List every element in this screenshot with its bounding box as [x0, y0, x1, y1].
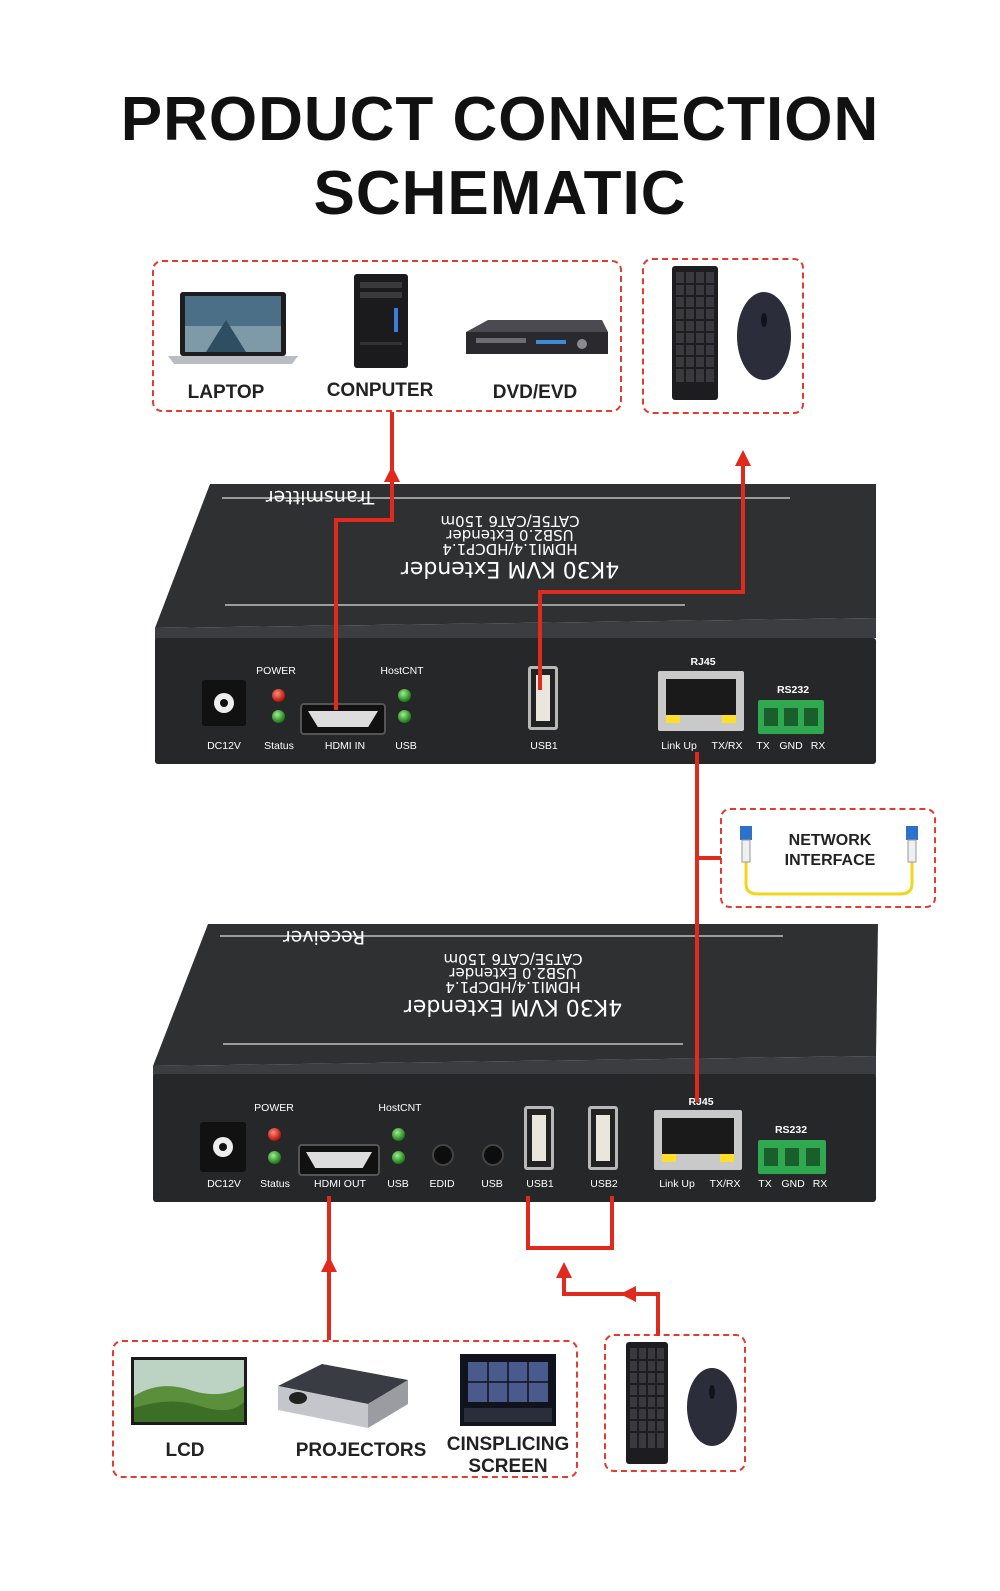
- hdmi-out-port: [298, 1144, 380, 1176]
- usb-led-rx: [392, 1151, 405, 1164]
- keyboard-icon-bottom: [626, 1342, 668, 1464]
- status-label-rx: Status: [260, 1178, 290, 1190]
- receiver-device: Receiver 4K30 KVM Extender HDMI1.4/HDCP1…: [148, 918, 878, 1208]
- network-interface-box: NETWORK INTERFACE: [720, 808, 936, 908]
- input-devices-box-bottom: [604, 1334, 746, 1472]
- usb1-label: USB1: [530, 740, 558, 752]
- computer-tower-icon: [354, 274, 408, 368]
- dc-jack-rx: [200, 1122, 246, 1172]
- tx-label-rx: TX: [758, 1178, 772, 1190]
- power-label: POWER: [256, 665, 296, 677]
- status-led: [272, 710, 285, 723]
- txrx-label: TX/RX: [711, 740, 743, 752]
- usb1-port-rx: [524, 1106, 554, 1170]
- lcd-label: LCD: [165, 1440, 205, 1461]
- laptop-icon: [168, 292, 298, 364]
- projector-icon: [278, 1364, 408, 1428]
- laptop-label: LAPTOP: [187, 382, 265, 403]
- rs232-label: RS232: [776, 684, 810, 696]
- gnd-label: GND: [779, 740, 803, 752]
- status-led-rx: [268, 1151, 281, 1164]
- power-led-rx: [268, 1128, 281, 1141]
- hostcnt-led-rx: [392, 1128, 405, 1141]
- usb2-label-rx: USB2: [590, 1178, 618, 1190]
- hostcnt-label: HostCNT: [380, 665, 424, 677]
- rs232-terminal-rx: [758, 1140, 826, 1174]
- dc-jack: [202, 680, 246, 726]
- rx-label-rx: RX: [812, 1178, 828, 1190]
- lcd-screen-icon: [131, 1357, 247, 1425]
- status-label: Status: [264, 740, 294, 752]
- gnd-label-rx: GND: [781, 1178, 805, 1190]
- usb-led: [398, 710, 411, 723]
- usb2-port-rx: [588, 1106, 618, 1170]
- usb1-port: [528, 666, 558, 730]
- network-label-line1: NETWORK: [788, 832, 872, 849]
- edid-label: EDID: [429, 1178, 455, 1190]
- rs232-terminal: [758, 700, 824, 734]
- edid-button[interactable]: [432, 1144, 454, 1166]
- usb-mode-button[interactable]: [482, 1144, 504, 1166]
- keyboard-icon: [672, 266, 718, 400]
- splicing-label-line2: SCREEN: [468, 1456, 548, 1477]
- input-devices-box-top: [642, 258, 804, 414]
- rj45-label: RJ45: [690, 656, 716, 668]
- hostcnt-led: [398, 689, 411, 702]
- splicing-label-line1: CINSPLICING: [446, 1434, 570, 1455]
- transmitter-device: Transmitter 4K30 KVM Extender HDMI1.4/HD…: [150, 478, 876, 768]
- hdmi-out-label: HDMI OUT: [314, 1178, 366, 1190]
- fiber-cable-icon: [740, 826, 918, 896]
- network-label-line2: INTERFACE: [784, 852, 876, 869]
- title-line-2: SCHEMATIC: [313, 159, 687, 228]
- projectors-label: PROJECTORS: [295, 1440, 427, 1461]
- rj45-port: [658, 671, 744, 731]
- rx-label: RX: [810, 740, 826, 752]
- linkup-label-rx: Link Up: [659, 1178, 695, 1190]
- rj45-port-rx: [654, 1110, 742, 1170]
- dc-label: DC12V: [207, 740, 241, 752]
- dvd-player-icon: [466, 320, 608, 354]
- power-label-rx: POWER: [254, 1102, 294, 1114]
- dvd-label: DVD/EVD: [492, 382, 578, 403]
- txrx-label-rx: TX/RX: [709, 1178, 741, 1190]
- mouse-icon: [737, 292, 791, 380]
- dc-label-rx: DC12V: [207, 1178, 241, 1190]
- title-line-1: PRODUCT CONNECTION: [120, 85, 880, 154]
- power-led: [272, 689, 285, 702]
- mouse-icon-bottom: [687, 1368, 737, 1446]
- display-devices-box: LCD PROJECTORS CINSPLICING SCREEN: [112, 1340, 578, 1478]
- receiver-lid-line4: CAT5E/CAT6 150m: [443, 950, 583, 968]
- receiver-lid-line1: 4K30 KVM Extender: [403, 994, 623, 1019]
- transmitter-lid-line1: 4K30 KVM Extender: [400, 556, 620, 581]
- hdmi-in-port: [300, 703, 386, 735]
- rs232-label-rx: RS232: [774, 1124, 808, 1136]
- receiver-lid-name: Receiver: [282, 926, 366, 948]
- hdmi-in-label: HDMI IN: [324, 740, 366, 752]
- transmitter-lid-name: Transmitter: [265, 486, 375, 508]
- splicing-screen-icon: [460, 1354, 556, 1426]
- usb1-label-rx: USB1: [526, 1178, 554, 1190]
- rj45-label-rx: RJ45: [688, 1096, 714, 1108]
- computer-label: CONPUTER: [326, 380, 434, 401]
- hostcnt-label-rx: HostCNT: [378, 1102, 422, 1114]
- tx-label: TX: [756, 740, 770, 752]
- linkup-label: Link Up: [661, 740, 697, 752]
- transmitter-lid-line4: CAT5E/CAT6 150m: [440, 512, 580, 530]
- usb-button-label: USB: [481, 1178, 503, 1190]
- usb-led-label-rx: USB: [387, 1178, 409, 1190]
- source-devices-box: LAPTOP CONPUTER DVD/EVD: [152, 260, 622, 412]
- usb-led-label: USB: [395, 740, 417, 752]
